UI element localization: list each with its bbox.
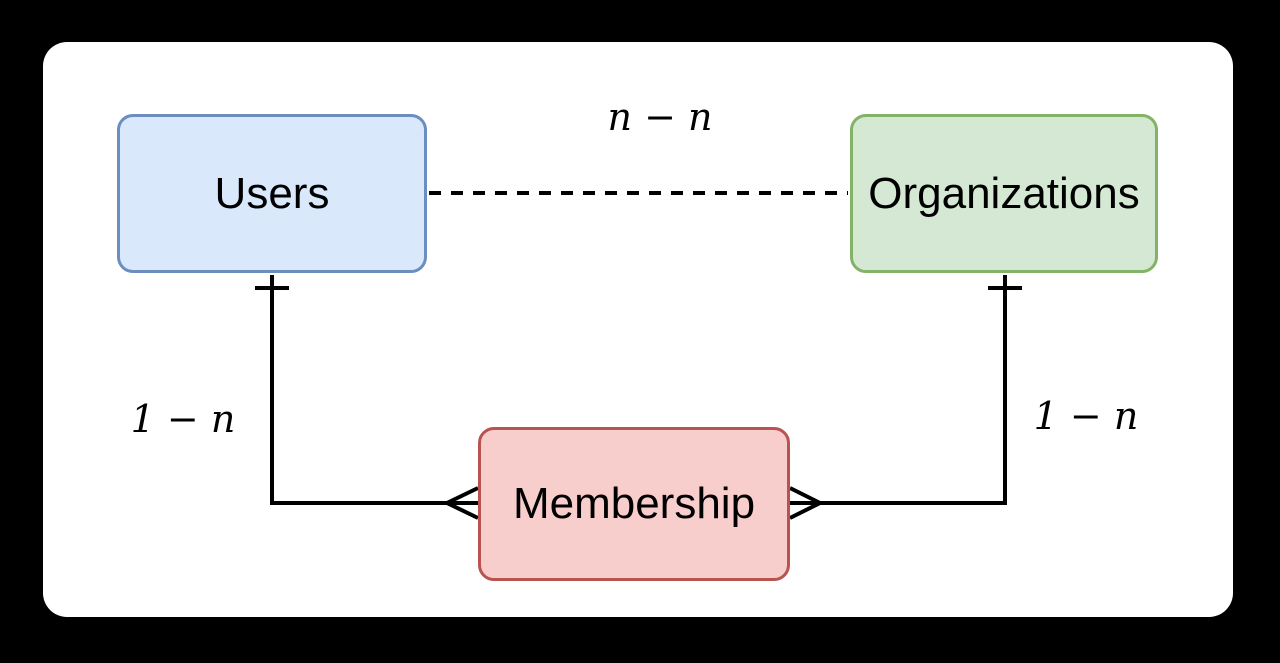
entity-organizations: Organizations xyxy=(850,114,1158,273)
entity-membership: Membership xyxy=(478,427,790,581)
edge-label-users-membership: 1 − n xyxy=(130,397,236,441)
edge-label-organizations-membership: 1 − n xyxy=(1033,394,1139,438)
edge-label-users-organizations: n − n xyxy=(607,95,713,139)
entity-organizations-label: Organizations xyxy=(868,168,1140,218)
entity-membership-label: Membership xyxy=(512,479,756,528)
entity-users: Users xyxy=(117,114,427,273)
entity-users-label: Users xyxy=(214,168,330,218)
